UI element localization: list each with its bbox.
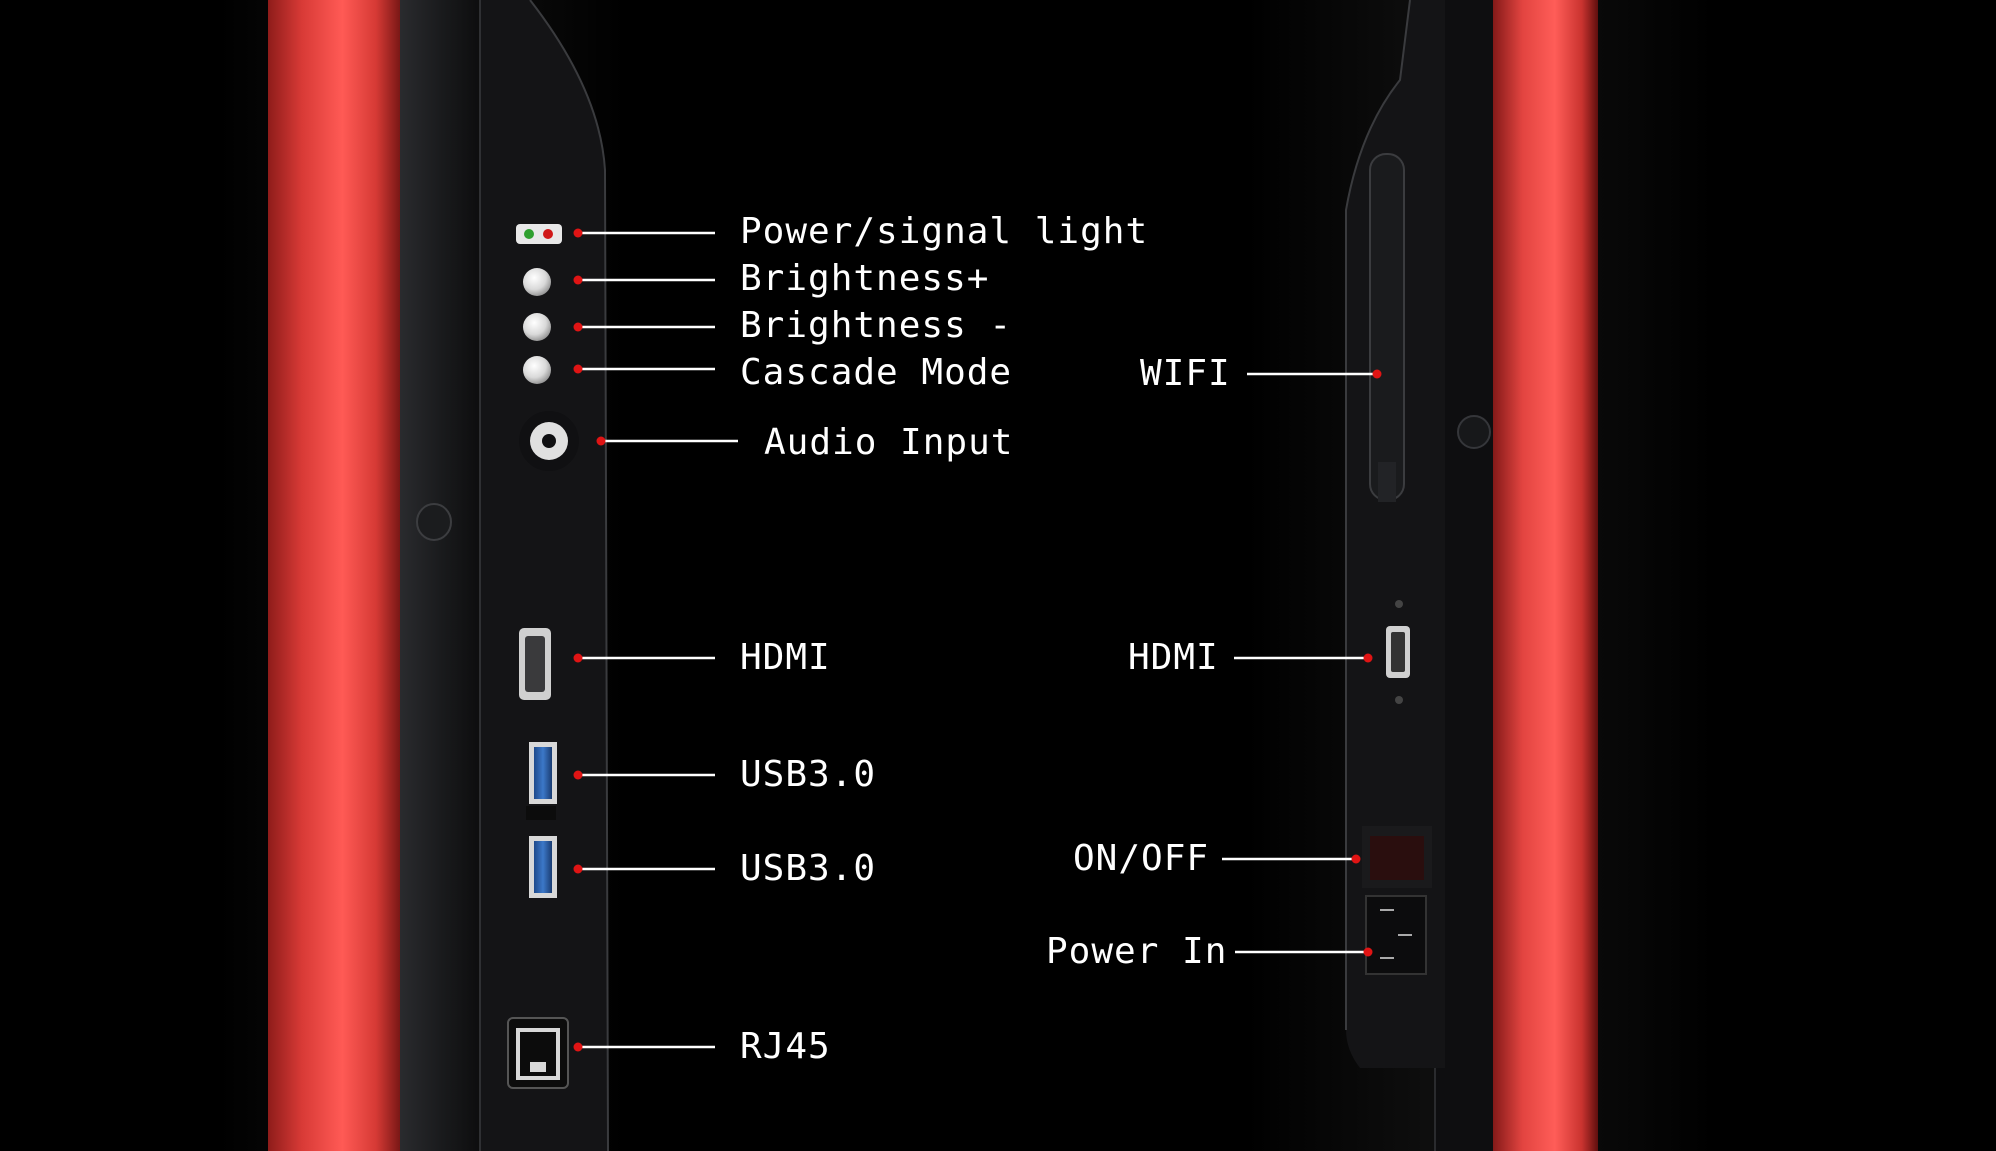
dot-usb-2 xyxy=(573,864,583,874)
label-hdmi-right: HDMI xyxy=(1128,637,1219,678)
label-usb-1: USB3.0 xyxy=(740,754,877,795)
dot-power-in xyxy=(1363,947,1373,957)
dot-audio xyxy=(596,436,606,446)
right-device xyxy=(1245,0,1715,1151)
left-device xyxy=(218,0,626,1151)
label-power-signal-light: Power/signal light xyxy=(740,211,1149,252)
left-red-frame xyxy=(268,0,403,1151)
label-brightness-down: Brightness - xyxy=(740,305,1013,346)
callout-lines xyxy=(578,231,1377,1049)
dot-usb-1 xyxy=(573,770,583,780)
label-audio-input: Audio Input xyxy=(764,422,1014,463)
callout-dots xyxy=(573,228,1382,1052)
wifi-antenna xyxy=(1369,153,1405,501)
label-power-in: Power In xyxy=(1046,931,1228,972)
cascade-mode-button xyxy=(523,356,551,384)
dot-power-signal xyxy=(573,228,583,238)
dot-hdmi-left xyxy=(573,653,583,663)
rj45-port xyxy=(507,1017,569,1089)
dot-hdmi-right xyxy=(1363,653,1373,663)
dot-brightness-down xyxy=(573,322,583,332)
dot-cascade xyxy=(573,364,583,374)
label-hdmi-left: HDMI xyxy=(740,637,831,678)
brightness-up-button xyxy=(523,268,551,296)
label-brightness-up: Brightness+ xyxy=(740,258,990,299)
right-red-frame xyxy=(1490,0,1598,1151)
label-usb-2: USB3.0 xyxy=(740,848,877,889)
label-on-off: ON/OFF xyxy=(1073,838,1210,879)
dot-rj45 xyxy=(573,1042,583,1052)
label-wifi: WIFI xyxy=(1140,353,1231,394)
right-side-screw xyxy=(1457,415,1491,449)
label-cascade-mode: Cascade Mode xyxy=(740,352,1013,393)
dot-wifi xyxy=(1372,369,1382,379)
led-indicator xyxy=(516,224,562,244)
dot-brightness-up xyxy=(573,275,583,285)
dot-on-off xyxy=(1351,854,1361,864)
label-rj45: RJ45 xyxy=(740,1026,831,1067)
side-screw xyxy=(416,503,452,541)
brightness-down-button xyxy=(523,313,551,341)
power-inlet xyxy=(1365,895,1427,975)
left-side-panel xyxy=(480,0,608,1151)
